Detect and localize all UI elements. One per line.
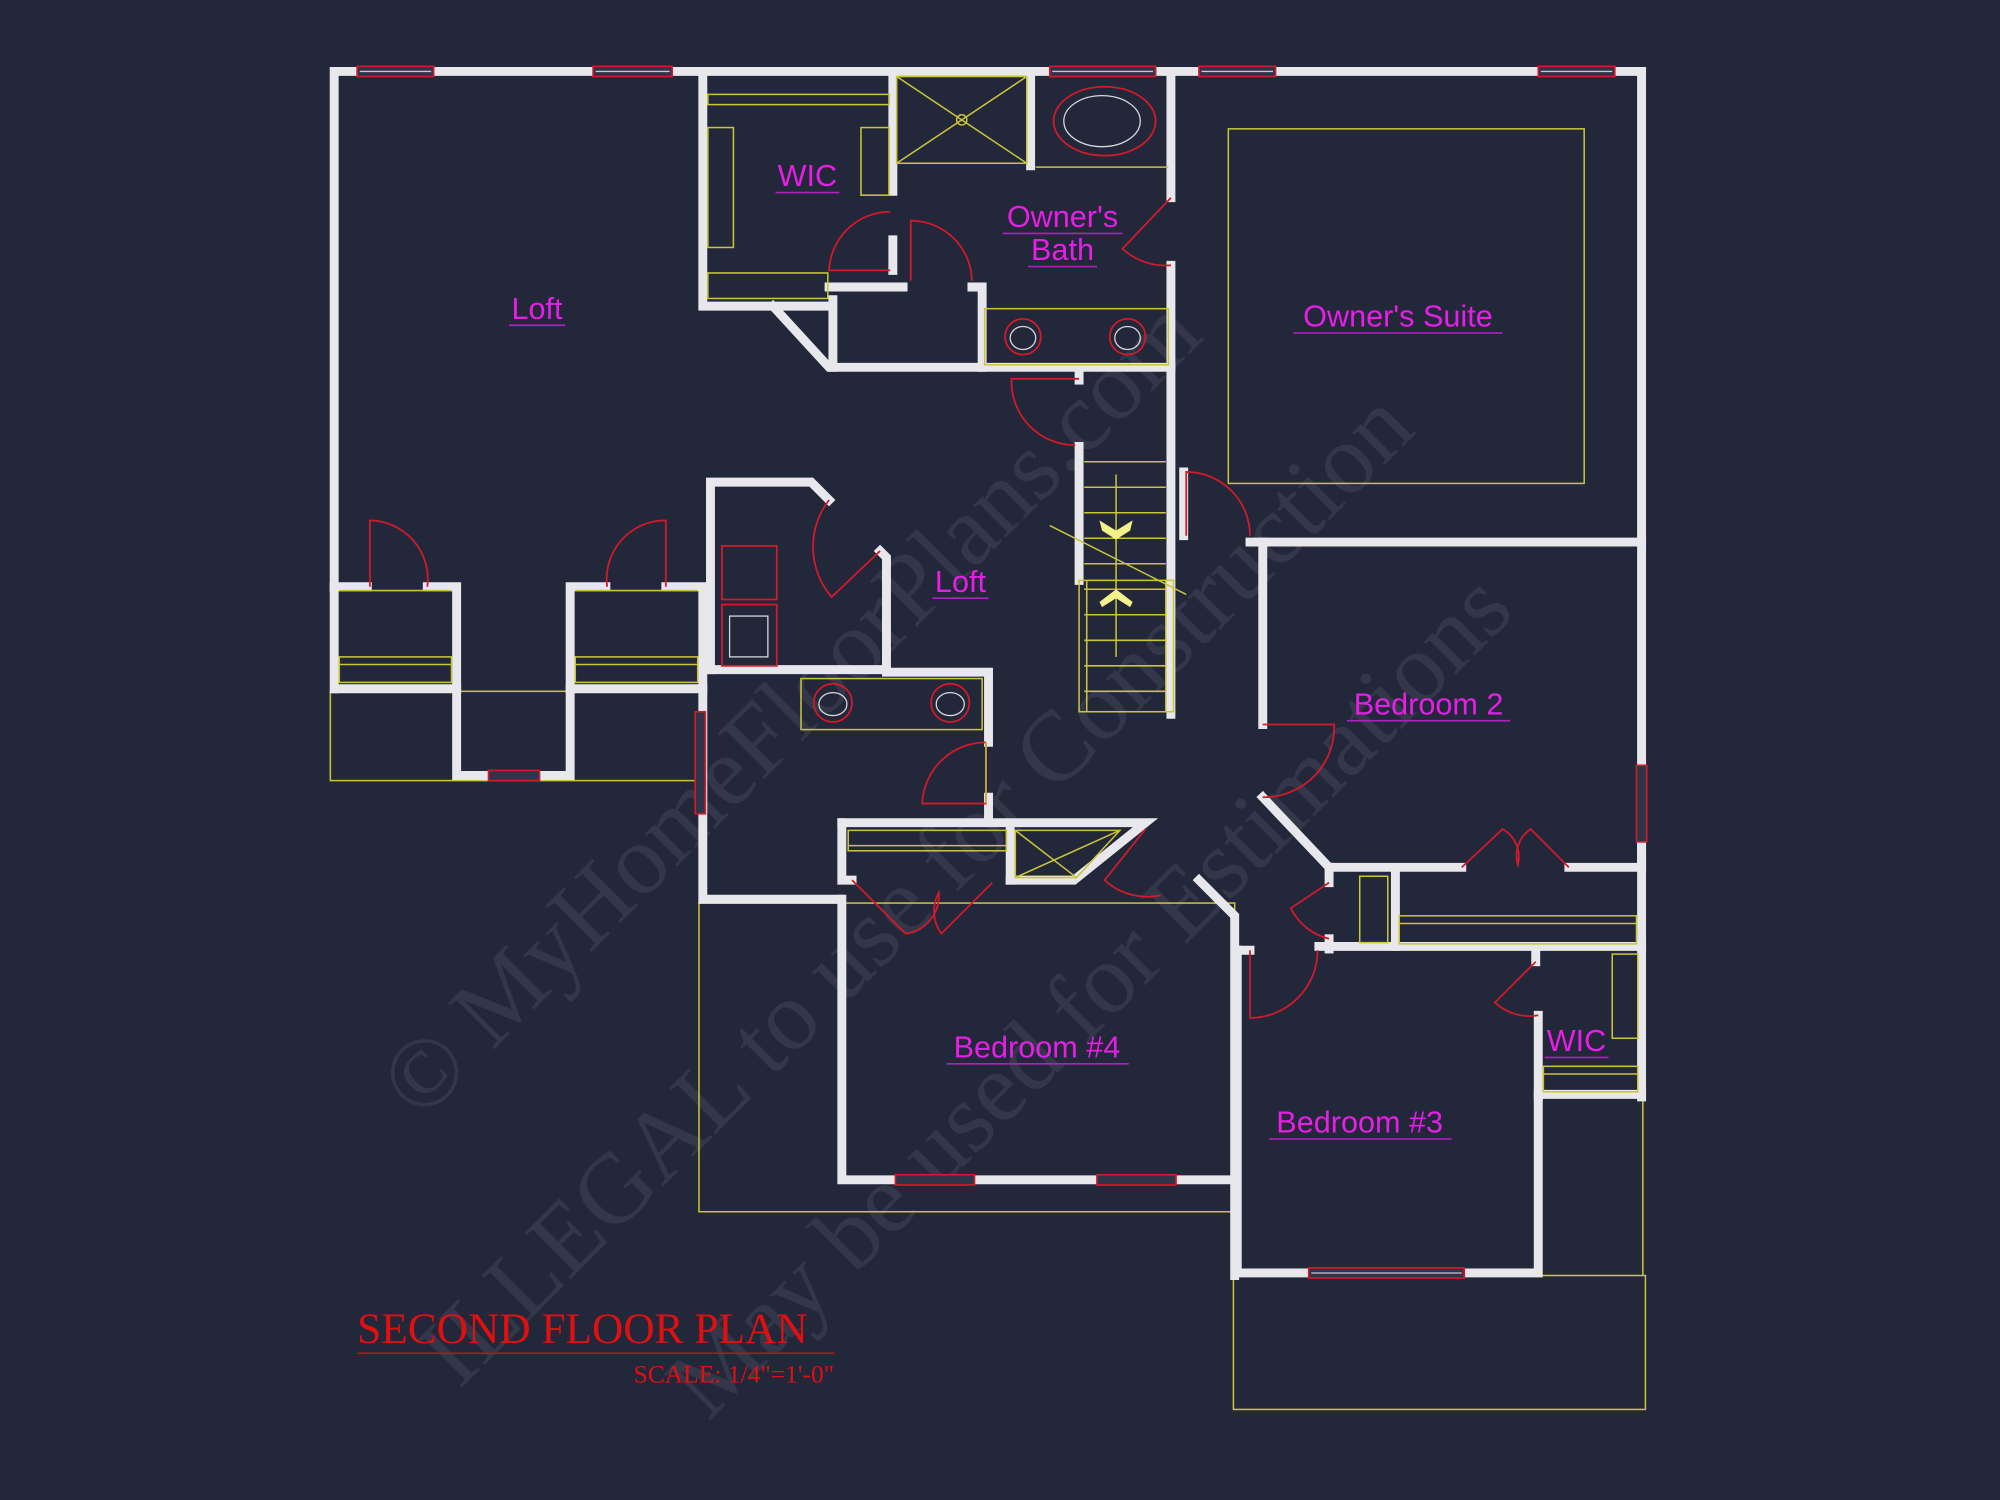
label-owners-suite: Owner's Suite (1303, 300, 1493, 334)
drawing-scale: SCALE: 1/4"=1'-0" (634, 1360, 835, 1389)
down-arrow-icon (1099, 520, 1133, 540)
washer-icon (721, 545, 778, 601)
title-block: SECOND FLOOR PLAN SCALE: 1/4"=1'-0" (357, 1305, 835, 1389)
sink-icon (1004, 317, 1042, 356)
label-bedroom-4: Bedroom #4 (954, 1030, 1121, 1064)
drawing-title: SECOND FLOOR PLAN (357, 1305, 808, 1353)
sink-icon (812, 682, 853, 723)
label-owners-bath-1: Owner's (1007, 200, 1118, 234)
label-bedroom-2: Bedroom 2 (1354, 687, 1504, 721)
walls (329, 66, 1647, 1280)
lower-left-outline (329, 690, 702, 782)
tray-ceiling-outline (1227, 128, 1585, 485)
dryer-icon (721, 603, 778, 667)
room-labels: Loft WIC Owner's Bath Owner's Suite Loft… (508, 159, 1609, 1140)
doors (369, 197, 1570, 1019)
sink-icon (930, 682, 971, 723)
porch-outline (1232, 1274, 1647, 1411)
label-bedroom-3: Bedroom #3 (1276, 1106, 1443, 1140)
sink-icon (1108, 317, 1147, 356)
watermark: © MyHomeFloorPlans.com ILLEGAL to use fo… (358, 275, 1532, 1437)
label-loft-main: Loft (511, 292, 563, 326)
label-owners-bath-2: Bath (1031, 233, 1094, 267)
up-arrow-icon (1099, 589, 1133, 608)
fixtures (338, 75, 1639, 1093)
staircase (1049, 460, 1187, 713)
label-wic-bed3: WIC (1547, 1024, 1607, 1058)
label-wic-owner: WIC (778, 159, 838, 193)
windows (356, 65, 1648, 1279)
label-loft-center: Loft (935, 565, 987, 599)
